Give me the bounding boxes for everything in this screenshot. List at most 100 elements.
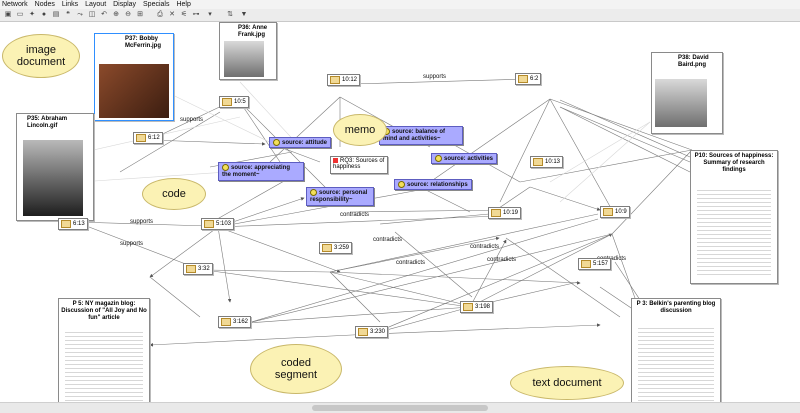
scrollbar-thumb[interactable] [312,405,488,411]
callout-image-document: image document [2,34,80,78]
code-responsibility[interactable]: source: personal responsibility~ [306,187,374,207]
coded-segment[interactable]: 3:162 [218,316,252,328]
quotation-icon [330,76,340,84]
zoom-out-icon[interactable]: ⊖ [125,11,131,18]
print-icon[interactable]: ⎙ [157,11,163,18]
menu-display[interactable]: Display [113,1,137,8]
coded-segment[interactable]: 5:157 [578,258,612,270]
code-label: source: attitude [282,140,328,147]
code-icon [310,189,317,196]
code-icon [398,181,405,188]
memo-rq3[interactable]: RQ3: Sources of happiness [330,156,388,174]
quotation-icon [186,265,196,273]
menu-links[interactable]: Links [61,1,79,8]
network-canvas[interactable]: supports supports supports supports cont… [0,22,800,404]
menu-network[interactable]: Network [2,1,28,8]
photo-bobby [99,64,169,118]
quotation-icon [322,244,332,252]
image-title: P37: Bobby McFerrin.jpg [125,36,162,49]
coded-segment[interactable]: 10:13 [530,156,564,168]
photo-lincoln [23,140,83,216]
quotation-icon [518,75,528,83]
code-moment[interactable]: source: appreciating the moment~ [218,162,304,182]
doc-title: P 5: NY magazin blog: Discussion of "All… [61,301,147,321]
coded-segment[interactable]: 3:32 [183,263,213,275]
quotation-icon [221,318,231,326]
doc-preview [697,187,771,277]
quotation-icon[interactable]: ❝ [66,11,70,18]
code-icon[interactable]: ▤ [52,11,60,18]
link-label-contradicts: contradicts [340,212,370,218]
quotation-icon [581,260,591,268]
doc-title: P 3: Belkin's parenting blog discussion [636,301,716,314]
save-icon[interactable]: ▣ [4,11,12,18]
code-icon [435,155,442,162]
image-node-p38[interactable]: P38: David Baird.png [651,52,723,134]
filter-icon[interactable]: ▼ [240,11,248,18]
photo-anne [224,41,264,77]
code-relationships[interactable]: source: relationships [394,179,472,191]
menu-layout[interactable]: Layout [85,1,107,8]
view-icon[interactable]: ▾ [208,11,212,18]
image-node-p35[interactable]: P35: Abraham Lincoln.gif [16,113,94,221]
new-node-icon[interactable]: ✦ [29,11,35,18]
menu-help[interactable]: Help [176,1,191,8]
fit-icon[interactable]: ⊞ [137,11,143,18]
code-balance[interactable]: source: balance of mind and activities~ [379,126,463,146]
coded-segment[interactable]: 6:2 [515,73,542,85]
code-icon [273,139,280,146]
arrange-icon[interactable]: ⚟ [180,11,188,18]
text-document-p3[interactable]: P 3: Belkin's parenting blog discussion [631,298,721,404]
coded-segment[interactable]: 10:19 [488,207,522,219]
coded-segment[interactable]: 5:103 [201,218,235,230]
coded-segment[interactable]: 6:13 [58,218,88,230]
quotation-icon [358,328,368,336]
quotation-icon [136,134,146,142]
coded-segment[interactable]: 10:9 [600,206,630,218]
memo-icon [333,158,338,163]
sort-icon[interactable]: ⇅ [227,11,233,18]
doc-preview [65,329,143,403]
undo-icon[interactable]: ↶ [101,11,107,18]
code-label: source: personal responsibility~ [310,190,368,204]
text-document-p10[interactable]: P10: Sources of happiness: Summary of re… [690,150,778,284]
open-icon[interactable]: ▭ [16,11,24,18]
coded-segment[interactable]: 10:12 [327,74,361,86]
link-label-contradicts: contradicts [487,257,517,263]
image-node-p36[interactable]: P36: Anne Frank.jpg [219,22,277,80]
quotation-icon [222,98,232,106]
delete-icon[interactable]: ✕ [169,11,175,18]
menu-bar: Network Nodes Links Layout Display Speci… [0,0,800,9]
toolbar: ▣ ▭ ✦ ● ▤ ❝ ⤳ ◫ ↶ ⊕ ⊖ ⊞ ⎙ ✕ ⚟ ⊶ ▾ ⇅ ▼ [0,9,800,22]
photo-baird [655,79,707,127]
quotation-icon [61,220,71,228]
menu-specials[interactable]: Specials [143,1,170,8]
image-node-p37[interactable]: P37: Bobby McFerrin.jpg [94,33,174,121]
text-document-p5[interactable]: P 5: NY magazin blog: Discussion of "All… [58,298,150,404]
link-label-supports: supports [120,241,144,247]
link-label-contradicts: contradicts [396,260,426,266]
coded-segment[interactable]: 3:198 [460,301,494,313]
link-label-contradicts: contradicts [470,244,500,250]
link-label-contradicts: contradicts [597,256,627,262]
link-label-supports: supports [423,74,447,80]
color-icon[interactable]: ● [41,11,47,18]
link-label-supports: supports [130,219,154,225]
menu-nodes[interactable]: Nodes [34,1,55,8]
code-label: source: balance of mind and activities~ [383,129,446,143]
quotation-icon [204,220,214,228]
coded-segment[interactable]: 3:230 [355,326,389,338]
coded-segment[interactable]: 10:5 [219,96,249,108]
horizontal-scrollbar[interactable] [0,402,800,413]
code-attitude[interactable]: source: attitude [269,137,332,149]
code-activities[interactable]: source: activities [431,153,498,165]
link-icon[interactable]: ⤳ [77,11,83,18]
network-icon[interactable]: ⊶ [192,11,200,18]
memo-label: RQ3: Sources of happiness [333,158,385,170]
zoom-in-icon[interactable]: ⊕ [113,11,119,18]
coded-segment[interactable]: 3:259 [319,242,353,254]
doc-preview [638,325,714,403]
code-label: source: appreciating the moment~ [222,165,291,179]
coded-segment[interactable]: 6:12 [133,132,163,144]
layout-icon[interactable]: ◫ [88,11,96,18]
